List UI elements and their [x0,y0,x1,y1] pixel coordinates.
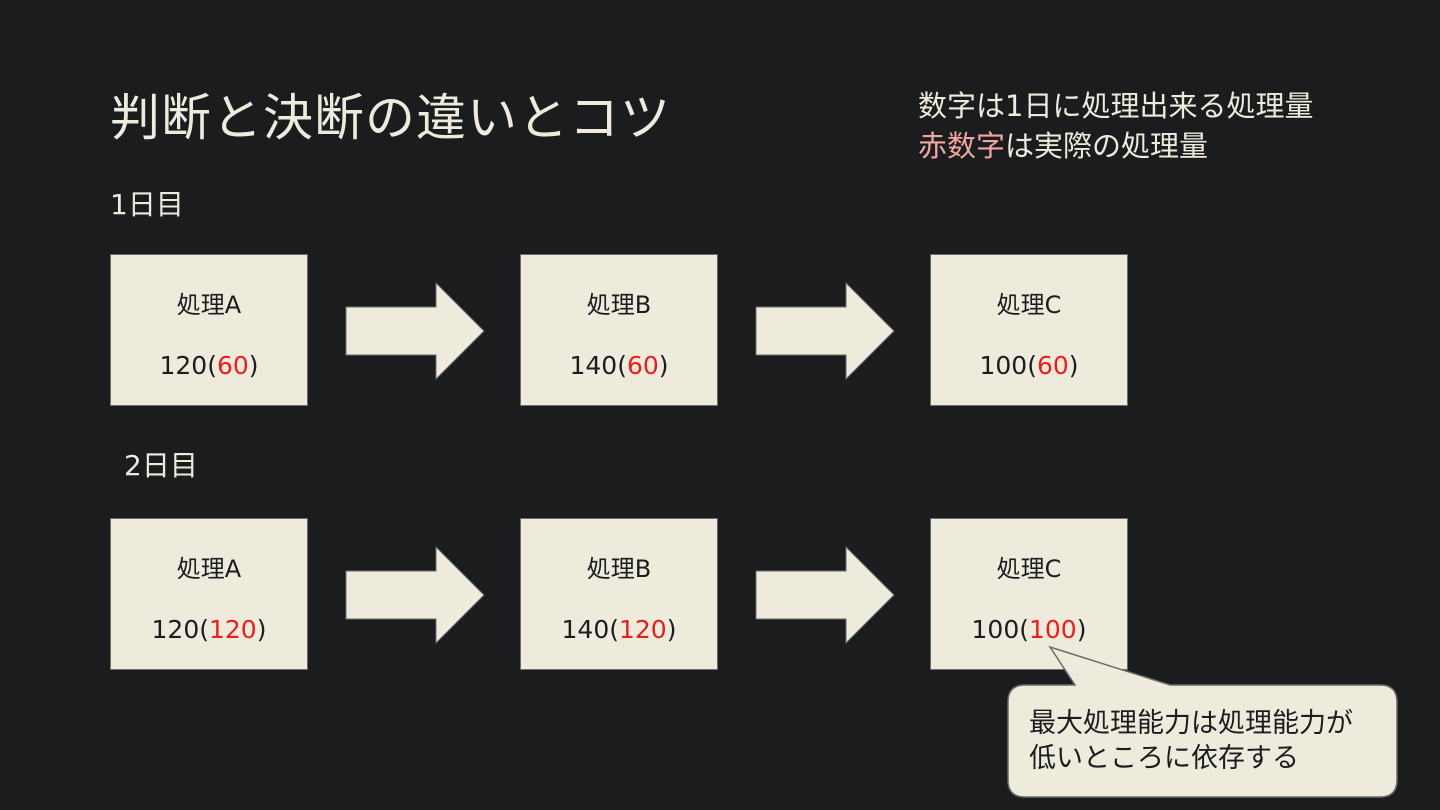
process-box-day1-c: 処理C 100(60) [930,254,1128,406]
capacity-value: 140 [569,351,618,380]
legend-rest-text: は実際の処理量 [1005,129,1209,163]
process-value: 120(60) [159,351,259,380]
process-box-day2-c: 処理C 100(100) [930,518,1128,670]
process-name: 処理A [176,555,242,583]
actual-value: 60 [216,351,249,380]
arrow-right-icon [755,546,895,644]
process-value: 140(120) [561,615,677,644]
actual-value: 60 [1036,351,1069,380]
process-value: 140(60) [569,351,669,380]
actual-value: 60 [626,351,659,380]
callout-text: 最大処理能力は処理能力が 低いところに依存する [1029,706,1389,776]
process-box-day2-b: 処理B 140(120) [520,518,718,670]
process-value: 100(100) [971,615,1087,644]
process-box-day1-a: 処理A 120(60) [110,254,308,406]
legend-line-1: 数字は1日に処理出来る処理量 [918,89,1314,123]
process-name: 処理B [586,555,652,583]
process-name: 処理C [996,291,1062,319]
arrow-right-icon [345,282,485,380]
process-value: 100(60) [979,351,1079,380]
callout-line-1: 最大処理能力は処理能力が [1029,708,1353,739]
callout-bubble: 最大処理能力は処理能力が 低いところに依存する [1005,645,1400,800]
arrow-right-icon [755,282,895,380]
process-box-day2-a: 処理A 120(120) [110,518,308,670]
process-value: 120(120) [151,615,267,644]
capacity-value: 100 [971,615,1020,644]
capacity-value: 100 [979,351,1028,380]
actual-value: 120 [619,615,667,644]
process-name: 処理B [586,291,652,319]
day-1-label: 1日目 [110,188,184,221]
legend: 数字は1日に処理出来る処理量 赤数字は実際の処理量 [918,86,1313,166]
legend-accent-text: 赤数字 [918,129,1006,163]
callout-line-2: 低いところに依存する [1029,743,1299,774]
day-2-label: 2日目 [124,449,198,482]
slide-title: 判断と決断の違いとコツ [110,89,671,147]
capacity-value: 120 [151,615,200,644]
arrow-right-icon [345,546,485,644]
legend-line-2: 赤数字は実際の処理量 [918,126,1313,166]
process-name: 処理A [176,291,242,319]
actual-value: 100 [1029,615,1077,644]
actual-value: 120 [209,615,257,644]
process-box-day1-b: 処理B 140(60) [520,254,718,406]
capacity-value: 140 [561,615,610,644]
capacity-value: 120 [159,351,208,380]
process-name: 処理C [996,555,1062,583]
